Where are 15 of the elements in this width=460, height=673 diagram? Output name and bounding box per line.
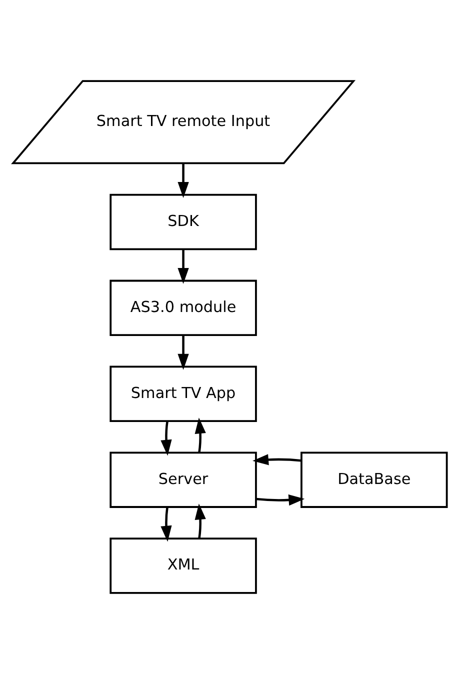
arrow — [178, 163, 189, 198]
arrow — [252, 454, 302, 465]
arrow — [256, 494, 305, 506]
node-box: XML — [110, 537, 257, 594]
arrow — [178, 334, 189, 370]
node-box: DataBase — [300, 451, 448, 508]
node-box: SDK — [110, 193, 257, 250]
arrow — [194, 417, 206, 452]
arrow — [160, 420, 172, 456]
arrow — [160, 506, 172, 542]
arrow — [178, 248, 189, 284]
node-box: Smart TV App — [110, 365, 257, 422]
arrow — [194, 503, 206, 538]
node-box: AS3.0 module — [110, 279, 257, 336]
node-box: Server — [110, 451, 257, 508]
